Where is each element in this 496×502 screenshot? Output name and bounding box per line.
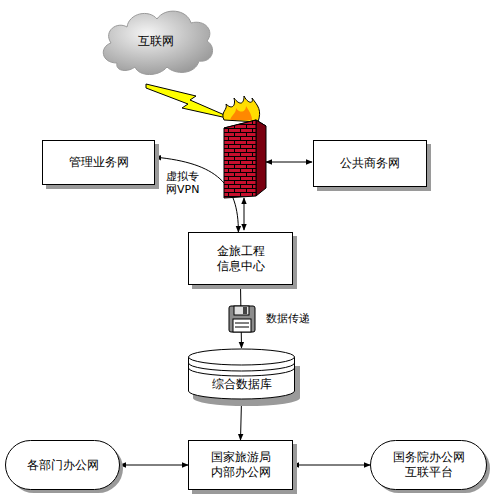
process-box: 管理业务网	[42, 140, 155, 185]
node-text: 金旅工程 信息中心	[211, 244, 271, 274]
node-text: 公共商务网	[340, 156, 400, 171]
network-cloud: 互联网	[95, 5, 217, 77]
connector	[241, 400, 242, 440]
connector	[293, 465, 370, 466]
edge-label: 数据传递	[266, 312, 310, 325]
node-text: 各部门办公网	[27, 458, 99, 473]
node-text: 国家旅游局 内部办公网	[209, 450, 273, 480]
network-terminal: 国务院办公网 互联平台	[370, 440, 487, 490]
node-text: 管理业务网	[69, 155, 129, 170]
lightning-bolt	[146, 84, 236, 120]
cylinder-band	[189, 363, 295, 376]
node-text: 国务院办公网 互联平台	[390, 450, 468, 480]
process-box: 金旅工程 信息中心	[188, 232, 293, 285]
floppy-disk-icon	[229, 306, 255, 332]
stadium-shape	[371, 441, 487, 490]
node-text: 综合数据库	[212, 377, 272, 392]
cloud-shape	[103, 11, 212, 74]
firewall-wire	[266, 162, 312, 163]
firewall-wire	[244, 198, 245, 230]
connector	[120, 465, 188, 466]
cylinder-top	[189, 349, 295, 365]
cyl-outline	[188, 348, 295, 400]
firewall-symbol	[223, 96, 266, 198]
database-cylinder: 综合数据库	[188, 348, 295, 400]
process-box: 国家旅游局 内部办公网	[188, 440, 293, 490]
edge-label: 虚拟专 网VPN	[166, 170, 208, 196]
process-box: 公共商务网	[313, 140, 427, 187]
stadium-shape	[6, 441, 120, 490]
node-text: 互联网	[138, 34, 174, 49]
network-terminal: 各部门办公网	[5, 440, 120, 490]
